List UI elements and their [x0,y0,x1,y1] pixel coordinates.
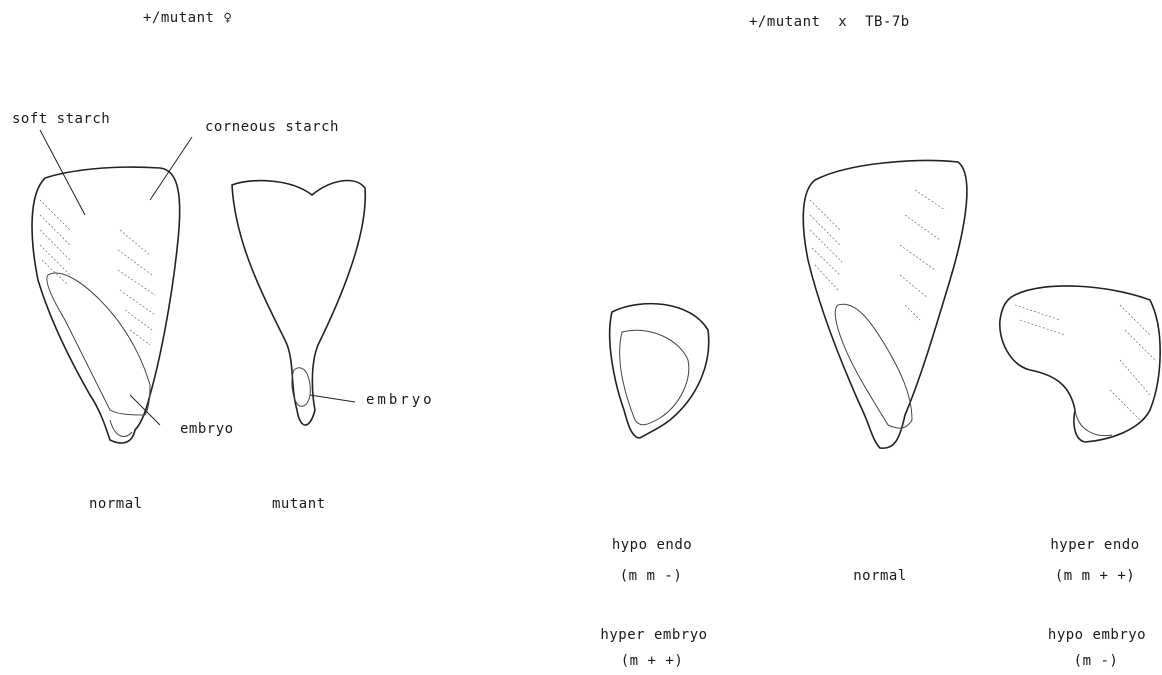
hyper-endo-kernel-drawing [1000,286,1160,442]
soft-starch-leader [40,130,85,215]
hyper-embryo-label: hyper embryo [600,627,707,643]
left-panel-title: +/mutant ♀ [143,10,232,26]
right-panel-title: +/mutant x TB-7b [749,14,910,30]
hypo-embryo-genotype: (m -) [1074,653,1119,669]
embryo-normal-leader [130,395,160,425]
hyper-endo-genotype: (m m + +) [1055,568,1135,584]
center-normal-caption: normal [853,568,907,584]
center-normal-kernel-drawing [803,161,967,449]
hypo-endo-kernel-drawing [610,304,709,438]
mutant-caption: mutant [272,496,326,512]
hypo-embryo-label: hypo embryo [1048,627,1146,643]
soft-starch-label: soft starch [12,111,110,127]
hyper-embryo-genotype: (m + +) [621,653,684,669]
hypo-endo-genotype: (m m -) [620,568,683,584]
normal-caption: normal [89,496,143,512]
embryo-normal-label: embryo [180,421,234,437]
embryo-mutant-label: embryo [366,392,435,408]
corneous-starch-label: corneous starch [205,119,339,135]
mutant-kernel-drawing [232,181,365,425]
normal-kernel-drawing [32,167,180,443]
hypo-endo-label: hypo endo [612,537,692,553]
embryo-mutant-leader [310,395,355,402]
hyper-endo-label: hyper endo [1050,537,1139,553]
